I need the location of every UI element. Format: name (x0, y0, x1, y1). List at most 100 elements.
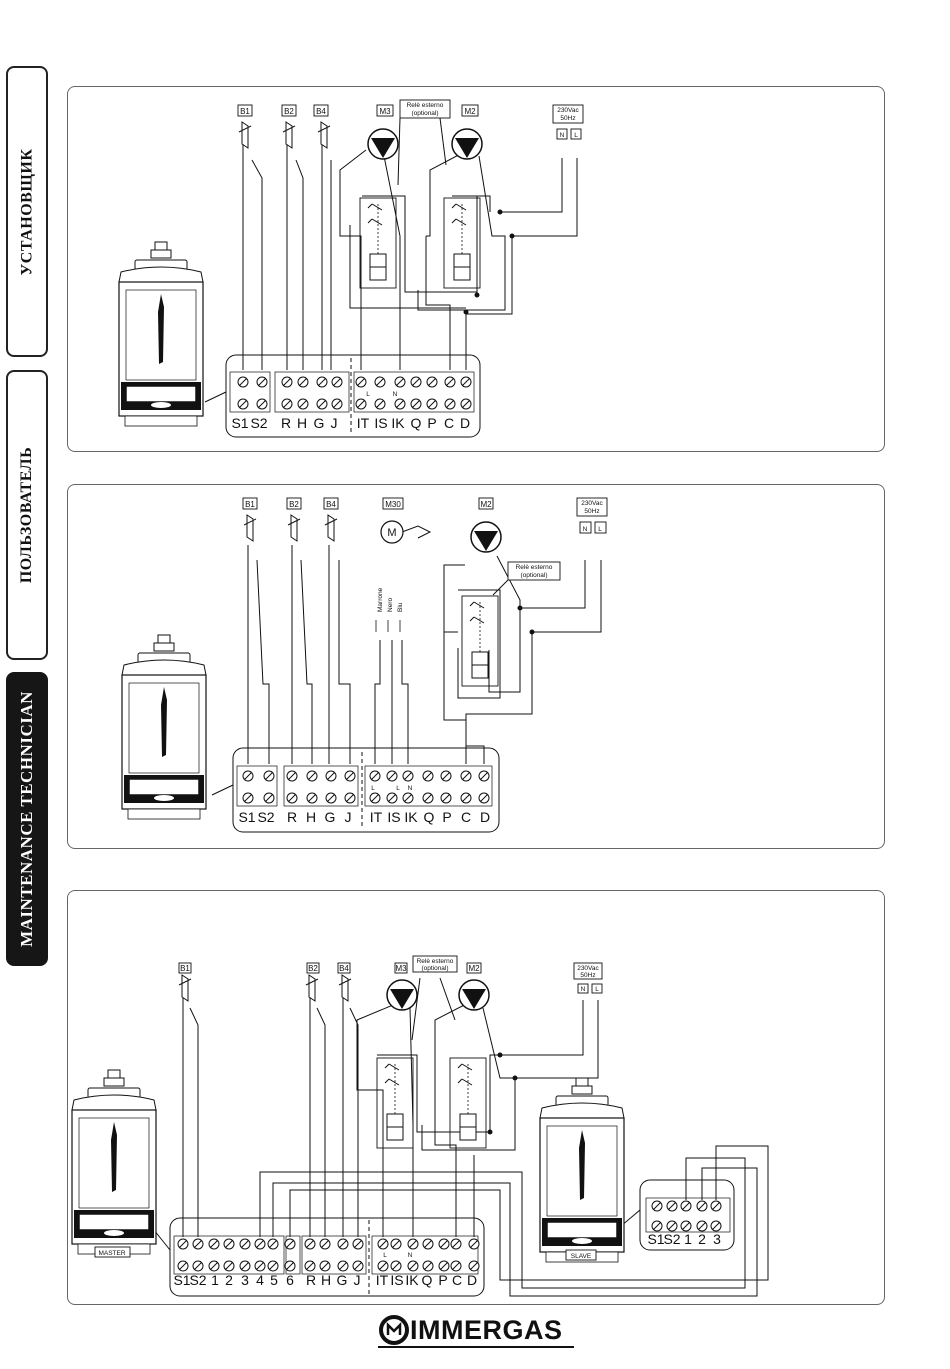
terminal-label: C (461, 809, 471, 825)
sensor-b1-icon (238, 121, 252, 149)
diagram-1-labels: B1 B2 B4 M3 M2 Relè esterno (optional) 2… (240, 102, 579, 398)
terminal-screw-icon (696, 1200, 708, 1212)
terminal-label: G (314, 415, 325, 431)
terminal-screw-icon (460, 770, 472, 782)
wiring-lines-1 (204, 117, 578, 438)
terminal-label: Q (422, 1272, 433, 1288)
terminal-screw-icon (369, 792, 381, 804)
terminal-screw-icon (394, 398, 406, 410)
terminal-screw-icon (422, 1238, 434, 1250)
terminal-screw-icon (394, 376, 406, 388)
tab-user[interactable]: ПОЛЬЗОВАТЕЛЬ (6, 370, 48, 660)
power-label-line1: 230Vac (557, 107, 579, 114)
terminal-screw-icon (440, 792, 452, 804)
terminal-screw-icon (651, 1220, 663, 1232)
terminal-label: S1 (238, 809, 255, 825)
relay-icon (376, 1057, 414, 1149)
pump-m2-icon (458, 979, 490, 1011)
terminal-screw-icon (352, 1260, 364, 1272)
sensor-b2-icon (305, 974, 319, 1002)
relay-label-line1: Relè esterno (407, 102, 444, 109)
terminal-screw-icon (680, 1200, 692, 1212)
terminal-screw-icon (263, 792, 275, 804)
terminal-screw-icon (223, 1260, 235, 1272)
terminal-screw-icon (306, 770, 318, 782)
terminal-screw-icon (390, 1260, 402, 1272)
sensor-b4-label: B4 (316, 107, 326, 116)
wire-color-blue: Blu (397, 602, 404, 612)
terminal-screw-icon (666, 1200, 678, 1212)
terminal-screw-icon (468, 1238, 480, 1250)
relay-label-line2: (optional) (421, 965, 448, 972)
terminal-screw-icon (666, 1220, 678, 1232)
terminal-label: C (444, 415, 454, 431)
terminal-screw-icon (422, 770, 434, 782)
pump-m3-label: M3 (395, 964, 407, 973)
power-term-n: N (560, 132, 565, 139)
terminal-label: S1 (647, 1231, 664, 1247)
terminal-screw-icon (478, 792, 490, 804)
terminal-screw-icon (256, 398, 268, 410)
sensor-b1-icon (243, 514, 257, 542)
terminal-screw-icon (407, 1260, 419, 1272)
terminal-screw-icon (331, 398, 343, 410)
power-label-line1: 230Vac (581, 500, 603, 507)
wire-color-brown: Marrone (377, 587, 384, 612)
slave-label: SLAVE (571, 1253, 592, 1260)
terminal-label: H (321, 1272, 331, 1288)
power-label-line1: 230Vac (577, 965, 599, 972)
pump-m3-icon (367, 128, 399, 160)
tab-installer[interactable]: УСТАНОВЩИК (6, 66, 48, 357)
terminal-screw-icon (386, 770, 398, 782)
terminal-screw-icon (297, 398, 309, 410)
immergas-logo: IMMERGAS (378, 1312, 574, 1348)
terminal-screw-icon (267, 1260, 279, 1272)
terminal-screw-icon (223, 1238, 235, 1250)
terminal-screw-icon (325, 770, 337, 782)
valve-motor-icon (380, 520, 404, 544)
terminal-label: J (331, 415, 338, 431)
terminal-screw-icon (438, 1260, 450, 1272)
relay-label-line1: Relè esterno (417, 958, 454, 965)
terminal-label: IS (387, 809, 400, 825)
power-term-n: N (581, 986, 586, 993)
terminal-screw-icon (254, 1238, 266, 1250)
term-inner-n: N (393, 391, 398, 398)
terminal-screw-icon (267, 1238, 279, 1250)
terminal-screw-icon (237, 376, 249, 388)
terminal-screw-icon (344, 770, 356, 782)
terminal-screw-icon (390, 1238, 402, 1250)
terminal-screw-icon (319, 1260, 331, 1272)
terminal-label: 6 (286, 1272, 294, 1288)
terminal-label: D (460, 415, 470, 431)
sensor-b1-icon (178, 974, 192, 1002)
terminal-screw-icon (377, 1260, 389, 1272)
terminal-screw-icon (710, 1200, 722, 1212)
terminal-label: D (480, 809, 490, 825)
terminal-screw-icon (355, 376, 367, 388)
terminal-label: H (306, 809, 316, 825)
terminal-label: S1 (231, 415, 248, 431)
relay-label-line2: (optional) (520, 572, 547, 579)
terminal-screw-icon (450, 1238, 462, 1250)
terminal-label: P (438, 1272, 447, 1288)
terminal-screw-icon (422, 1260, 434, 1272)
label-boxes (94, 99, 608, 1261)
terminal-screw-icon (407, 1238, 419, 1250)
tab-maintenance-technician[interactable]: MAINTENANCE TECHNICIAN (6, 672, 48, 966)
term-inner-l: L (383, 1252, 387, 1259)
sensor-b4-icon (317, 121, 331, 149)
terminal-label: S2 (189, 1272, 206, 1288)
sensor-b4-icon (338, 974, 352, 1002)
terminal-label: IT (370, 809, 383, 825)
terminal-label: D (467, 1272, 477, 1288)
terminal-screw-icon (374, 398, 386, 410)
pump-m2-label: M2 (468, 964, 480, 973)
terminal-label: IK (404, 809, 418, 825)
terminal-label: 1 (211, 1272, 219, 1288)
terminal-screw-icon (426, 398, 438, 410)
relay-icon (443, 197, 481, 289)
